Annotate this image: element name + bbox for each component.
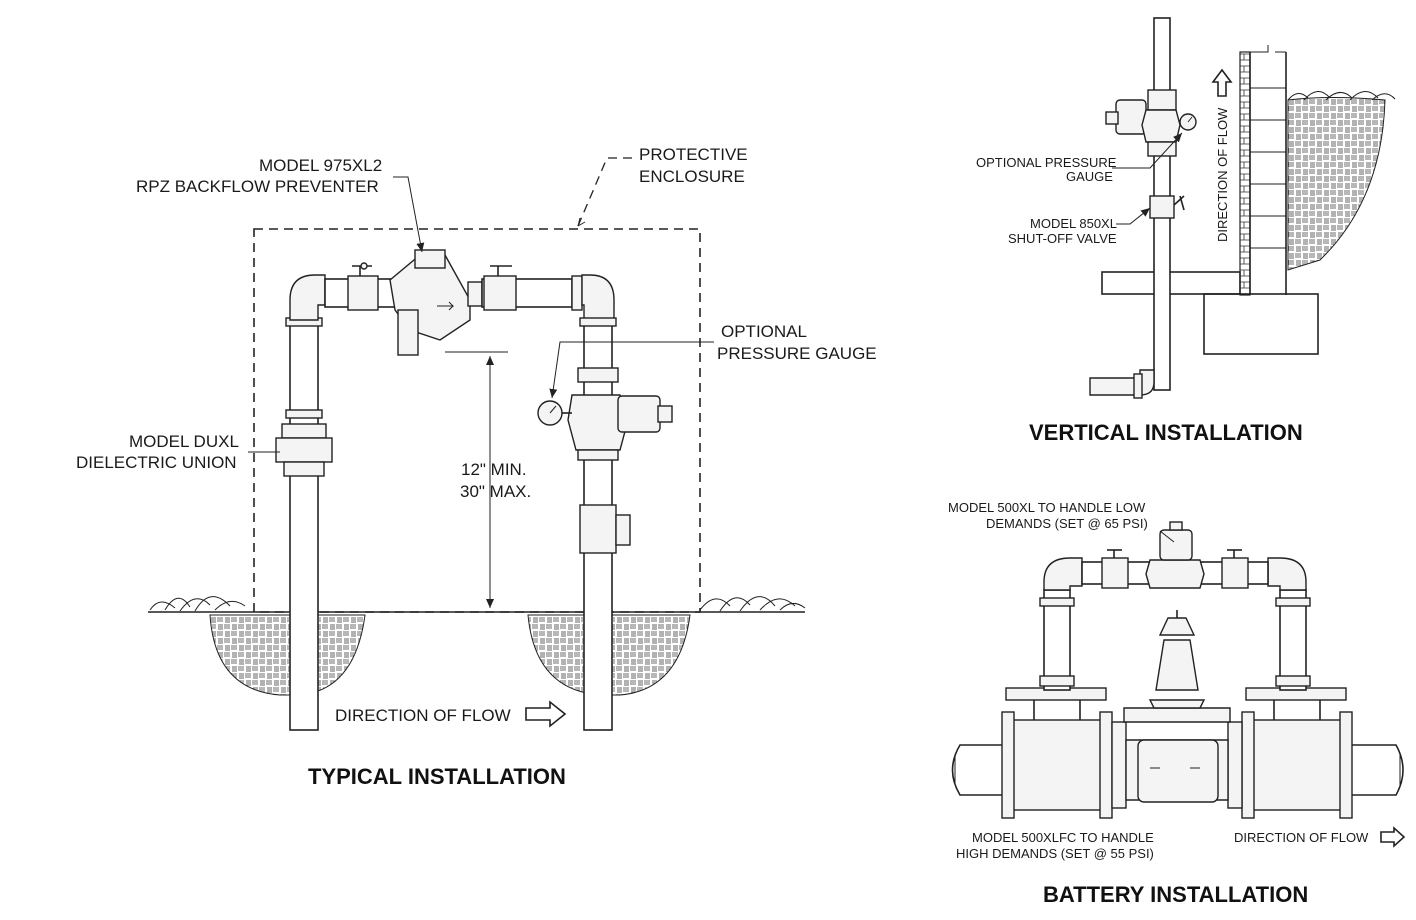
- rpz-backflow-preventer: [389, 249, 483, 356]
- label-vertical-flow: DIRECTION OF FLOW: [1215, 107, 1230, 242]
- outlet-coupling: [571, 275, 583, 311]
- footing: [1203, 293, 1319, 355]
- label-gauge-line1: OPTIONAL: [721, 322, 807, 341]
- vertical-union: [1147, 141, 1177, 157]
- bypass-right-elbow: [1267, 557, 1307, 591]
- label-gauge-line2: PRESSURE GAUGE: [717, 344, 877, 363]
- typical-installation: MODEL 975XL2 RPZ BACKFLOW PREVENTER PROT…: [76, 145, 877, 789]
- small-pressure-reducing-valve: [1145, 521, 1205, 589]
- label-vertical-valve-line2: SHUT-OFF VALVE: [1008, 231, 1117, 246]
- inlet-ball-valve: [347, 275, 379, 311]
- title-vertical-installation: VERTICAL INSTALLATION: [1029, 420, 1303, 445]
- label-height-line1: 12" MIN.: [461, 460, 527, 479]
- vertical-bottom-elbow: [1089, 369, 1155, 396]
- label-battery-high-line2: HIGH DEMANDS (SET @ 55 PSI): [956, 846, 1154, 861]
- wall-courses: [1250, 87, 1286, 249]
- pressure-gauge-icon: [537, 400, 572, 426]
- label-battery-high-line1: MODEL 500XLFC TO HANDLE: [972, 830, 1154, 845]
- label-battery-low-line2: DEMANDS (SET @ 65 PSI): [986, 516, 1148, 531]
- right-riser-collar: [579, 317, 617, 327]
- vertical-gauge-icon: [1179, 113, 1197, 131]
- wall-section: [1239, 51, 1251, 296]
- label-union-line2: DIELECTRIC UNION: [76, 453, 237, 472]
- label-height-line2: 30" MAX.: [460, 482, 531, 501]
- flow-arrow-icon: [525, 700, 567, 728]
- battery-installation: MODEL 500XL TO HANDLE LOW DEMANDS (SET @…: [948, 500, 1406, 907]
- label-battery-flow: DIRECTION OF FLOW: [1234, 830, 1369, 845]
- battery-flow-arrow-icon: [1380, 826, 1406, 848]
- label-enclosure-line1: PROTECTIVE: [639, 145, 748, 164]
- label-enclosure-line2: ENCLOSURE: [639, 167, 745, 186]
- label-vertical-valve-line1: MODEL 850XL: [1030, 216, 1117, 231]
- leader-model-975: [393, 176, 425, 253]
- pressure-reducing-valve: [567, 367, 673, 461]
- outlet-ball-valve: [483, 275, 517, 311]
- grass-tuft-left: [149, 596, 246, 612]
- leader-vertical-gauge: [1112, 132, 1183, 169]
- vertical-installation: DIRECTION OF FLOW OPTIONAL PRESSURE GAUG…: [976, 17, 1396, 445]
- tee-fitting: [579, 504, 631, 554]
- label-model-975-line2: RPZ BACKFLOW PREVENTER: [136, 177, 379, 196]
- label-model-975-line1: MODEL 975XL2: [259, 156, 382, 175]
- grass-tuft-right: [699, 596, 806, 612]
- dielectric-union: [275, 423, 333, 477]
- label-union-line1: MODEL DUXL: [129, 432, 239, 451]
- title-battery-installation: BATTERY INSTALLATION: [1043, 882, 1308, 907]
- label-vertical-gauge-line1: OPTIONAL PRESSURE: [976, 155, 1117, 170]
- left-riser-band: [285, 409, 323, 419]
- vertical-shut-off-valve: [1149, 195, 1185, 219]
- vertical-pressure-reducing-valve: [1105, 99, 1181, 143]
- ground-soil-left: [209, 614, 366, 696]
- title-typical-installation: TYPICAL INSTALLATION: [308, 764, 566, 789]
- leader-battery-low: [1159, 530, 1175, 543]
- floor-slab: [1101, 271, 1241, 295]
- label-typical-flow: DIRECTION OF FLOW: [335, 706, 511, 725]
- leader-pressure-gauge: [549, 341, 714, 399]
- label-vertical-gauge-line2: GAUGE: [1066, 169, 1113, 184]
- vertical-top-coupling: [1147, 89, 1177, 111]
- vertical-grass-tuft: [1287, 91, 1396, 101]
- large-pressure-reducing-valve: [1111, 610, 1243, 809]
- flow-up-arrow-icon: [1211, 68, 1233, 97]
- right-elbow: [581, 274, 615, 323]
- left-flanged-tee: [1001, 687, 1113, 819]
- leader-enclosure: [577, 157, 632, 227]
- earth-backfill: [1287, 97, 1386, 271]
- left-elbow: [289, 274, 326, 321]
- label-battery-low-line1: MODEL 500XL TO HANDLE LOW: [948, 500, 1146, 515]
- bypass-left-elbow: [1043, 557, 1083, 591]
- bypass-valves: [1101, 549, 1249, 589]
- left-riser-pipe: [289, 319, 319, 731]
- right-flanged-tee: [1241, 687, 1353, 819]
- leader-vertical-valve: [1116, 207, 1151, 225]
